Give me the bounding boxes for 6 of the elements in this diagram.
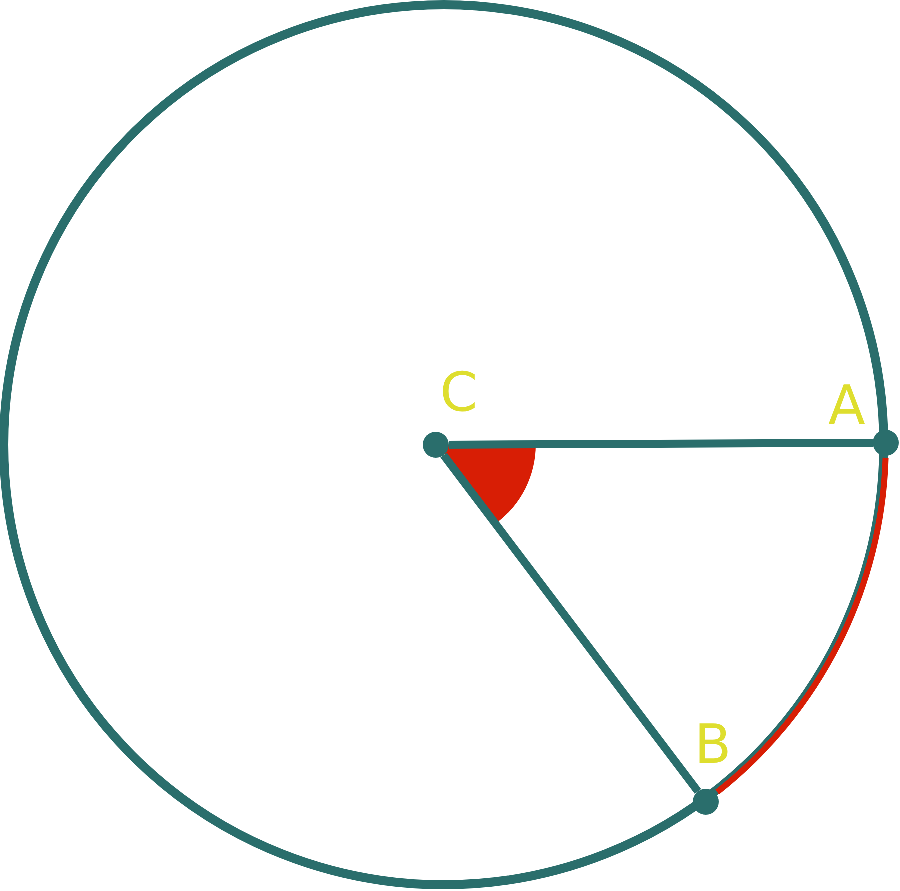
radius-line xyxy=(448,439,874,449)
radius-line xyxy=(440,452,702,794)
point-label: B xyxy=(693,715,733,775)
arc-segment xyxy=(715,458,889,794)
point-label: C xyxy=(439,363,479,423)
point-label: A xyxy=(828,376,866,436)
